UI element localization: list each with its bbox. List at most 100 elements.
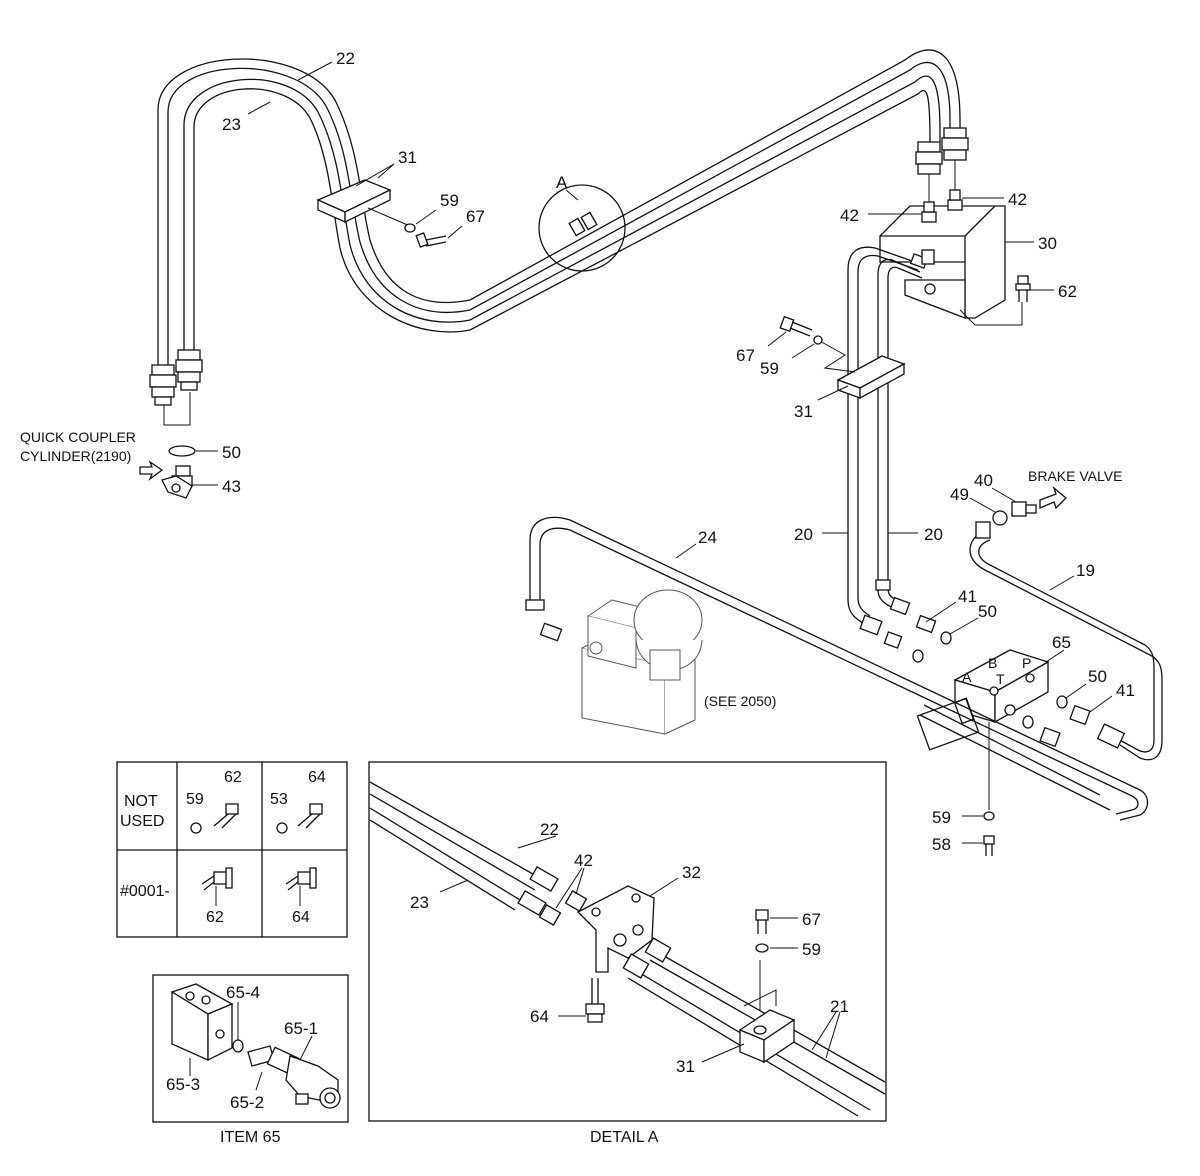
callout-62: 62 [1058,282,1077,301]
callout-42-left: 42 [840,206,859,225]
valve-port-a: A [962,669,972,685]
callout-41-top: 41 [958,587,977,606]
detail-a-callout-21: 21 [830,997,849,1016]
fittings-41-mid [883,614,937,649]
o-ring-49 [992,510,1008,526]
detail-a-caption: DETAIL A [590,1129,659,1146]
detail-a-callout-22: 22 [540,820,559,839]
detail-a-washer-59 [755,943,769,953]
note-quick-coupler-line2: CYLINDER(2190) [20,448,131,464]
callout-59-top: 59 [440,191,459,210]
item65-valve-block [170,983,234,1062]
table-r2c1-part: 62 [206,909,224,926]
tube-22 [157,49,961,365]
detail-a-callout-42: 42 [574,851,593,870]
callout-19: 19 [1076,561,1095,580]
item65-caption: ITEM 65 [220,1129,281,1146]
detail-a-callout-59: 59 [802,940,821,959]
bracket-32 [576,885,655,973]
detail-a-callout-67: 67 [802,910,821,929]
detail-a-tubes-upper [369,781,559,916]
fitting-42-right [947,189,963,211]
bolt-67-top [415,232,447,248]
valve-port-p: P [1022,655,1031,671]
item65-part-2: 65-2 [230,1093,264,1112]
callout-67-top: 67 [466,207,485,226]
callout-31-mid: 31 [794,402,813,421]
callout-43: 43 [222,477,241,496]
fittings-41-right [1039,704,1091,748]
callout-A: A [556,173,568,192]
fitting-left-22 [149,364,177,406]
valve-port-t: T [996,671,1005,687]
fitting-42-left [921,201,937,223]
item65-part-4: 65-4 [226,983,260,1002]
fitting-40 [1011,501,1037,517]
callout-41-right: 41 [1116,681,1135,700]
washer-59-top [404,223,416,233]
bolt-67-mid [779,315,813,337]
valve-port-b: B [988,655,997,671]
clamp-31-top [316,179,392,224]
table-bolt-62-icon [213,803,239,829]
callout-24: 24 [698,528,717,547]
callout-20-right: 20 [924,525,943,544]
tube-20-pair [847,246,923,590]
table-flange-bolt-62-icon [201,867,233,891]
o-ring-valve [1022,715,1034,729]
callout-58: 58 [932,835,951,854]
table-r1c2-bolt: 64 [308,769,326,786]
callout-23: 23 [222,115,241,134]
table-row2-label: #0001- [120,883,170,900]
fitting-right-23 [915,141,943,175]
item65-frame [152,974,349,1123]
detail-a-callout-32: 32 [682,863,701,882]
table-r2c2-part: 64 [292,909,310,926]
detail-a-clamp-31 [738,1009,796,1064]
detail-a-circle [538,184,626,272]
detail-a-frame [368,761,887,1122]
arrow-brake-valve-icon [1039,486,1067,510]
ghost-component-2050 [581,589,703,735]
clamp-31-mid [836,355,906,400]
table-row1-label-line2: USED [120,813,164,830]
detail-a-bolt-64 [585,978,605,1023]
detail-a-bolt-67 [755,909,769,934]
note-see-2050: (SEE 2050) [704,693,776,709]
detail-a-callout-23: 23 [410,893,429,912]
callout-50-right: 50 [1088,667,1107,686]
item65-part-1: 65-1 [284,1019,318,1038]
item65-part-3: 65-3 [166,1075,200,1094]
callout-50-left: 50 [222,443,241,462]
table-r1c2-washer: 53 [270,791,288,808]
detail-a-fittings-42 [538,890,588,926]
item65-cartridge [247,1045,341,1109]
callout-65: 65 [1052,633,1071,652]
tube-20-top-fittings [909,249,935,269]
callout-59-bottom: 59 [932,808,951,827]
callout-40: 40 [974,471,993,490]
bolt-58 [983,835,995,856]
washer-59-mid [813,335,823,345]
detail-a-callout-31: 31 [676,1057,695,1076]
callout-50-mid: 50 [978,602,997,621]
table-r1c1-bolt: 62 [224,769,242,786]
tube-24 [525,516,1149,821]
tube-19 [969,521,1163,761]
o-ring-50-left [168,445,196,457]
elbow-fitting-43 [161,465,193,499]
table-flange-bolt-64-icon [285,867,317,891]
callout-42-right: 42 [1008,190,1027,209]
item65-o-ring [232,1039,244,1053]
serial-table [116,761,348,938]
fitting-left-23 [175,349,203,391]
bracket-30 [879,205,1006,319]
tube-20-bottom [847,570,911,636]
bolt-62 [1015,275,1031,302]
callout-59-mid: 59 [760,359,779,378]
callout-49: 49 [950,485,969,504]
note-quick-coupler-line1: QUICK COUPLER [20,429,136,445]
fitting-right-22 [941,127,969,161]
callout-67-mid: 67 [736,346,755,365]
o-ring-50-right [1056,695,1068,709]
